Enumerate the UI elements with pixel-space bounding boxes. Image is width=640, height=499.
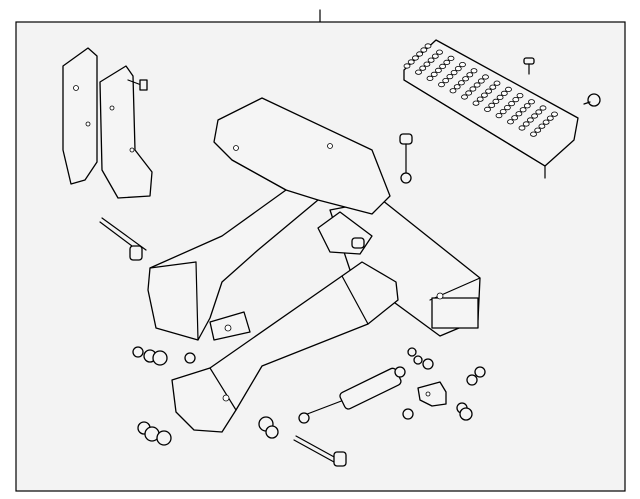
step-hole xyxy=(449,88,457,94)
step-hole xyxy=(493,80,501,86)
step-hole xyxy=(420,47,428,53)
step-hole xyxy=(472,100,480,106)
nuts-and-bushings xyxy=(132,346,486,446)
step-hole xyxy=(403,63,411,69)
step-hole xyxy=(423,61,431,67)
step-hole xyxy=(495,113,503,119)
step-hole xyxy=(466,72,474,78)
step-hole xyxy=(430,71,438,78)
step-hole xyxy=(442,78,450,84)
step-hole xyxy=(499,109,507,115)
step-hole xyxy=(473,82,481,88)
step-hole xyxy=(476,96,484,102)
step-hole xyxy=(538,123,546,129)
step-hole xyxy=(438,82,445,88)
step-hole xyxy=(492,98,500,105)
step-hole xyxy=(436,49,443,55)
step-hole xyxy=(480,92,488,98)
step-hole xyxy=(426,75,434,82)
step-hole xyxy=(446,74,454,80)
step-hole xyxy=(519,107,527,113)
step-hole xyxy=(523,103,531,109)
step-hole xyxy=(500,90,508,97)
step-hole xyxy=(489,84,497,90)
hitch-pin xyxy=(399,133,413,184)
bolts xyxy=(99,217,347,467)
step-hole xyxy=(507,119,514,125)
step-hole xyxy=(415,69,422,75)
step-hole xyxy=(434,67,442,74)
step-hole xyxy=(462,76,470,82)
step-hole xyxy=(515,111,523,117)
step-hole xyxy=(469,86,477,92)
step-hole xyxy=(453,84,461,90)
mounting-brackets xyxy=(62,47,153,199)
step-hole xyxy=(454,66,462,72)
step-hole xyxy=(503,105,511,111)
step-hole xyxy=(516,93,524,99)
step-hole xyxy=(407,59,415,65)
step-hole xyxy=(411,55,419,61)
step-hole xyxy=(482,74,489,80)
step-hole xyxy=(505,86,512,93)
gas-strut xyxy=(298,366,406,424)
step-hole xyxy=(542,119,550,125)
step-hole xyxy=(528,99,535,105)
step-hole xyxy=(461,94,468,100)
step-hole xyxy=(508,101,516,107)
step-hole xyxy=(534,127,542,133)
step-hole xyxy=(511,115,519,121)
step-hole xyxy=(470,68,478,74)
step-hole xyxy=(477,78,485,84)
step-hole xyxy=(546,115,554,121)
step-hole xyxy=(459,61,466,68)
step-hole xyxy=(431,53,439,59)
step-hole xyxy=(488,102,496,109)
step-hole xyxy=(439,63,447,70)
step-hole xyxy=(419,65,427,71)
step-hole xyxy=(539,105,547,111)
step-hole xyxy=(551,111,558,117)
step-hole xyxy=(447,55,455,62)
step-hole xyxy=(427,57,435,63)
step-hole xyxy=(485,88,493,94)
step-hole xyxy=(518,125,526,131)
swing-arm xyxy=(171,261,399,433)
step-hole xyxy=(443,59,451,66)
step-hole xyxy=(484,106,491,113)
step-hole xyxy=(530,131,537,137)
step-hole xyxy=(424,43,432,49)
step-hole xyxy=(465,90,473,96)
step-plate xyxy=(403,39,579,179)
step-hole xyxy=(457,80,465,86)
hitch-receiver-tube xyxy=(147,97,391,341)
step-hole xyxy=(527,117,534,123)
step-hole xyxy=(416,51,424,57)
step-hole xyxy=(496,94,504,101)
step-hole xyxy=(512,97,520,103)
step-hole xyxy=(535,109,543,115)
step-hole xyxy=(531,113,538,119)
step-screws xyxy=(523,57,601,107)
small-bracket xyxy=(417,381,447,407)
step-hole xyxy=(522,121,530,127)
step-hole xyxy=(450,70,458,76)
